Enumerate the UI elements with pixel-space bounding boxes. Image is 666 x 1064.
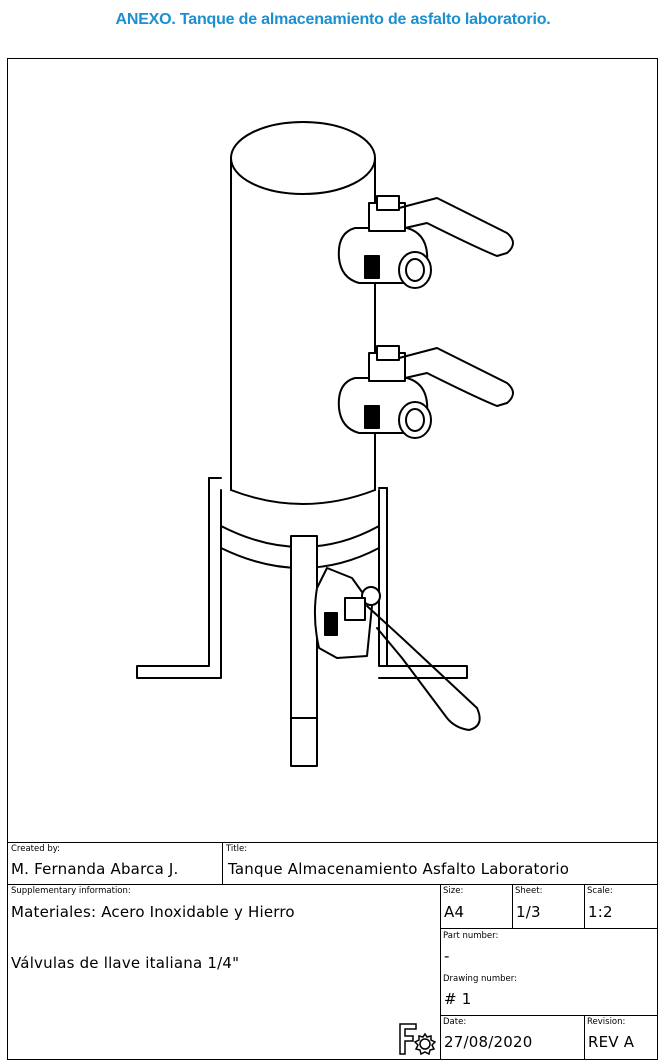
titleblock-top-line	[7, 842, 658, 843]
page-title: ANEXO. Tanque de almacenamiento de asfal…	[115, 11, 551, 28]
titleblock-divider	[584, 1015, 585, 1060]
revision-value: REV A	[588, 1033, 635, 1051]
titleblock-row-line	[7, 884, 658, 885]
titleblock-divider	[512, 884, 513, 928]
drawing-number-label: Drawing number:	[443, 974, 517, 984]
part-number-value: -	[444, 947, 450, 965]
sheet-value: 1/3	[516, 903, 541, 921]
drawing-number-value: # 1	[444, 990, 472, 1008]
supplementary-line-1: Materiales: Acero Inoxidable y Hierro	[11, 903, 295, 921]
freecad-gear-icon	[399, 1023, 436, 1056]
size-label: Size:	[443, 886, 464, 896]
supplementary-label: Supplementary information:	[11, 886, 131, 896]
titleblock-row-line	[440, 928, 658, 929]
sheet-label: Sheet:	[515, 886, 543, 896]
created-by-label: Created by:	[11, 844, 61, 854]
supplementary-line-2: Válvulas de llave italiana 1/4"	[11, 954, 240, 972]
titleblock-row-line	[440, 1015, 658, 1016]
size-value: A4	[444, 903, 465, 921]
revision-label: Revision:	[587, 1017, 626, 1027]
title-label: Title:	[226, 844, 248, 854]
date-label: Date:	[443, 1017, 467, 1027]
drawing-frame	[7, 58, 658, 1060]
title-value: Tanque Almacenamiento Asfalto Laboratori…	[228, 860, 570, 878]
scale-value: 1:2	[588, 903, 613, 921]
titleblock-divider	[222, 842, 223, 884]
scale-label: Scale:	[587, 886, 613, 896]
date-value: 27/08/2020	[444, 1033, 533, 1051]
titleblock-divider	[584, 884, 585, 928]
titleblock-divider	[440, 884, 441, 1060]
tank-drawing	[136, 121, 514, 767]
created-by-value: M. Fernanda Abarca J.	[11, 860, 179, 878]
part-number-label: Part number:	[443, 931, 499, 941]
